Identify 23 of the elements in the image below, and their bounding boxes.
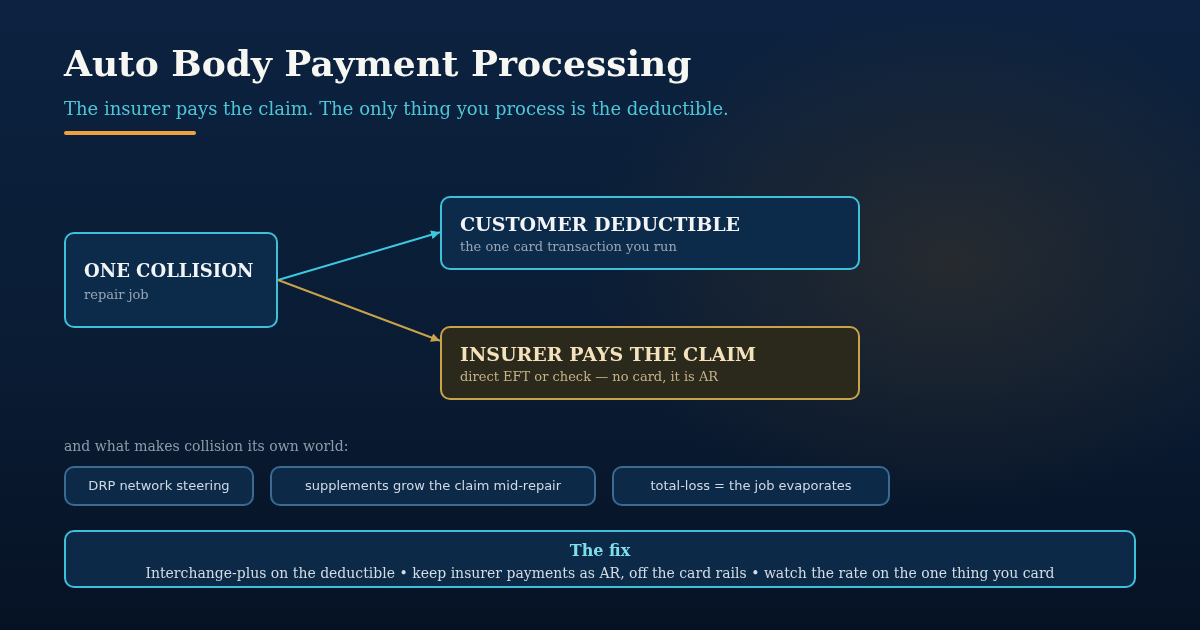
node-heading: CUSTOMER DEDUCTIBLE — [460, 213, 741, 236]
factor-text: DRP network steering — [88, 478, 230, 494]
subtitle: The insurer pays the claim. The only thing you process is the deductible. — [64, 98, 729, 120]
process-box — [440, 326, 860, 400]
arrow — [277, 279, 441, 342]
node-subtext: the one card transaction you run — [460, 239, 677, 255]
node-heading: INSURER PAYS THE CLAIM — [460, 343, 757, 366]
node-heading: ONE COLLISION — [84, 260, 254, 282]
process-box — [440, 196, 860, 270]
factor-card — [64, 466, 254, 506]
node-subtext: direct EFT or check — no card, it is AR — [460, 369, 719, 385]
summary-text: Interchange-plus on the deductible • keep insurer payments as AR, off the card rails • watch the rate on the one thing you card — [145, 565, 1055, 582]
arrow — [277, 230, 441, 281]
section-label: and what makes collision its own world: — [64, 438, 349, 455]
node-subtext: repair job — [84, 287, 149, 303]
factor-text: supplements grow the claim mid-repair — [304, 478, 562, 494]
summary-panel — [64, 530, 1136, 588]
summary-heading: The fix — [569, 541, 631, 561]
process-box — [64, 232, 278, 328]
factor-text: total-loss = the job evaporates — [650, 478, 852, 494]
factor-card — [270, 466, 596, 506]
factor-card — [612, 466, 890, 506]
title: Auto Body Payment Processing — [64, 42, 692, 84]
